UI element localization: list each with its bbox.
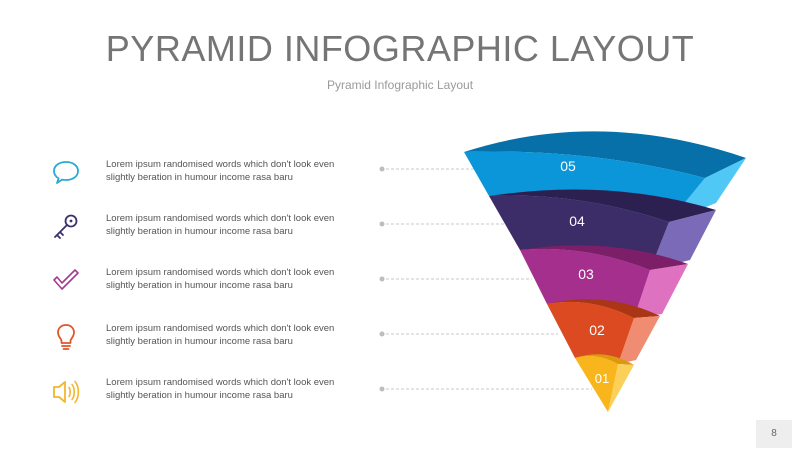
- pyramid-layer-02: 02: [547, 299, 660, 364]
- layer-top-face: [520, 245, 688, 270]
- layer-side-face: [608, 364, 634, 412]
- page-number: 8: [756, 420, 792, 448]
- layer-front-face: [547, 301, 634, 364]
- layer-top-face: [575, 354, 634, 365]
- pyramid-layer-03: 03: [520, 245, 688, 318]
- layer-front-face: [520, 248, 650, 318]
- layer-front-face: [575, 356, 618, 412]
- speaker-icon: [48, 374, 84, 410]
- list-item: Lorem ipsum randomised words which don't…: [48, 320, 378, 360]
- layer-side-face: [650, 210, 716, 270]
- checkmark-icon: [48, 264, 84, 300]
- lightbulb-icon: [48, 320, 84, 356]
- list-item: Lorem ipsum randomised words which don't…: [48, 210, 378, 250]
- item-text: Lorem ipsum randomised words which don't…: [106, 267, 335, 291]
- layer-side-face: [618, 316, 660, 364]
- layer-label: 03: [578, 266, 594, 282]
- item-text: Lorem ipsum randomised words which don't…: [106, 213, 335, 237]
- layer-label: 02: [589, 322, 605, 338]
- item-text: Lorem ipsum randomised words which don't…: [106, 159, 335, 183]
- layer-label: 05: [560, 158, 576, 174]
- layer-top-face: [464, 131, 746, 178]
- connector-line: [379, 386, 592, 392]
- list-item: Lorem ipsum randomised words which don't…: [48, 264, 378, 304]
- item-text: Lorem ipsum randomised words which don't…: [106, 377, 335, 401]
- connector-line: [379, 221, 510, 227]
- pyramid-layer-01: 01: [575, 354, 634, 412]
- connector-line: [379, 166, 476, 172]
- layer-top-face: [489, 189, 716, 222]
- list-item: Lorem ipsum randomised words which don't…: [48, 156, 378, 196]
- layer-top-face: [547, 299, 660, 318]
- list-item: Lorem ipsum randomised words which don't…: [48, 374, 378, 414]
- speech-bubble-icon: [48, 156, 84, 192]
- page-title: PYRAMID INFOGRAPHIC LAYOUT: [105, 28, 695, 69]
- connector-line: [379, 331, 558, 337]
- connector-line: [379, 276, 532, 282]
- layer-label: 04: [569, 213, 585, 229]
- key-icon: [48, 210, 84, 246]
- page-subtitle: Pyramid Infographic Layout: [326, 78, 474, 92]
- layer-label: 01: [595, 371, 609, 386]
- item-text: Lorem ipsum randomised words which don't…: [106, 323, 335, 347]
